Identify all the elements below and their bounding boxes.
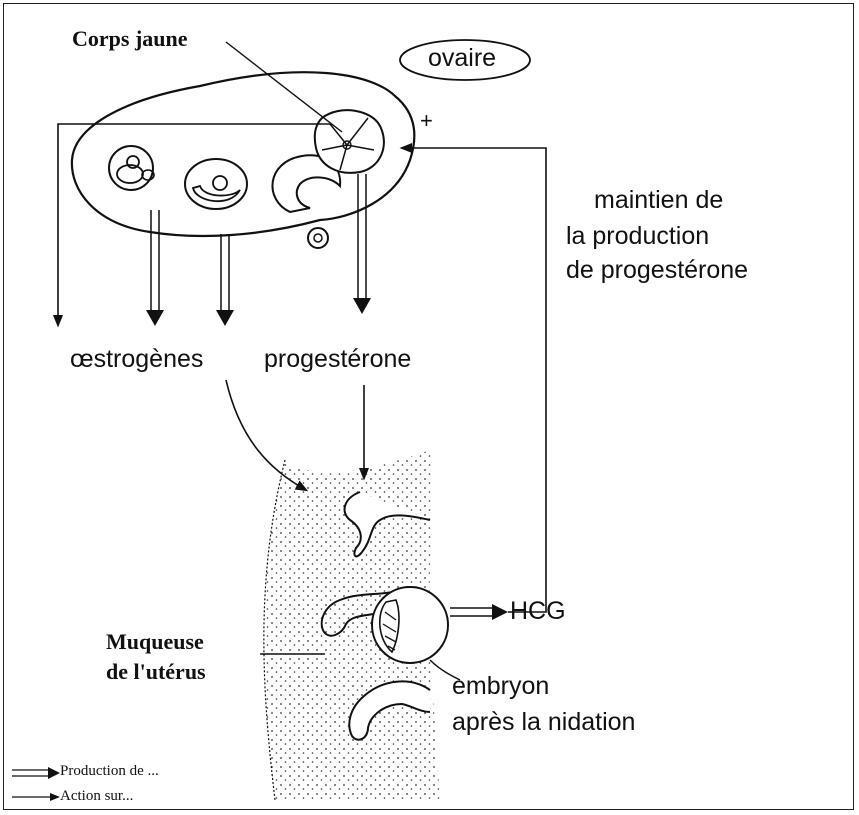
production-arrow-hcg: [450, 604, 508, 620]
follicle-2: [185, 159, 247, 209]
label-oestrogenes: œstrogènes: [70, 345, 203, 374]
legend-production-arrow: [12, 767, 60, 779]
label-embryon-line1: embryon: [452, 672, 549, 701]
label-plus-sign: +: [420, 108, 433, 134]
label-hcg: HCG: [510, 597, 566, 626]
label-corps-jaune: Corps jaune: [72, 26, 188, 52]
production-arrow-oestrogen-2: [216, 234, 234, 326]
label-maintien-line3: de progestérone: [566, 256, 748, 285]
label-maintien-line2: la production: [566, 222, 709, 251]
label-progesterone: progestérone: [264, 345, 411, 374]
label-muqueuse-line2: de l'utérus: [106, 659, 206, 685]
label-maintien-line1: maintien de: [594, 186, 723, 215]
follicle-1: [109, 146, 154, 190]
legend-action-arrow: [12, 793, 60, 801]
legend-action-label: Action sur...: [60, 788, 133, 805]
embryo: [372, 587, 448, 663]
label-muqueuse-line1: Muqueuse: [106, 629, 204, 655]
label-embryon-line2: après la nidation: [452, 708, 635, 737]
label-ovaire: ovaire: [428, 44, 496, 73]
ovary: [72, 72, 414, 248]
legend-production-label: Production de ...: [60, 763, 159, 780]
